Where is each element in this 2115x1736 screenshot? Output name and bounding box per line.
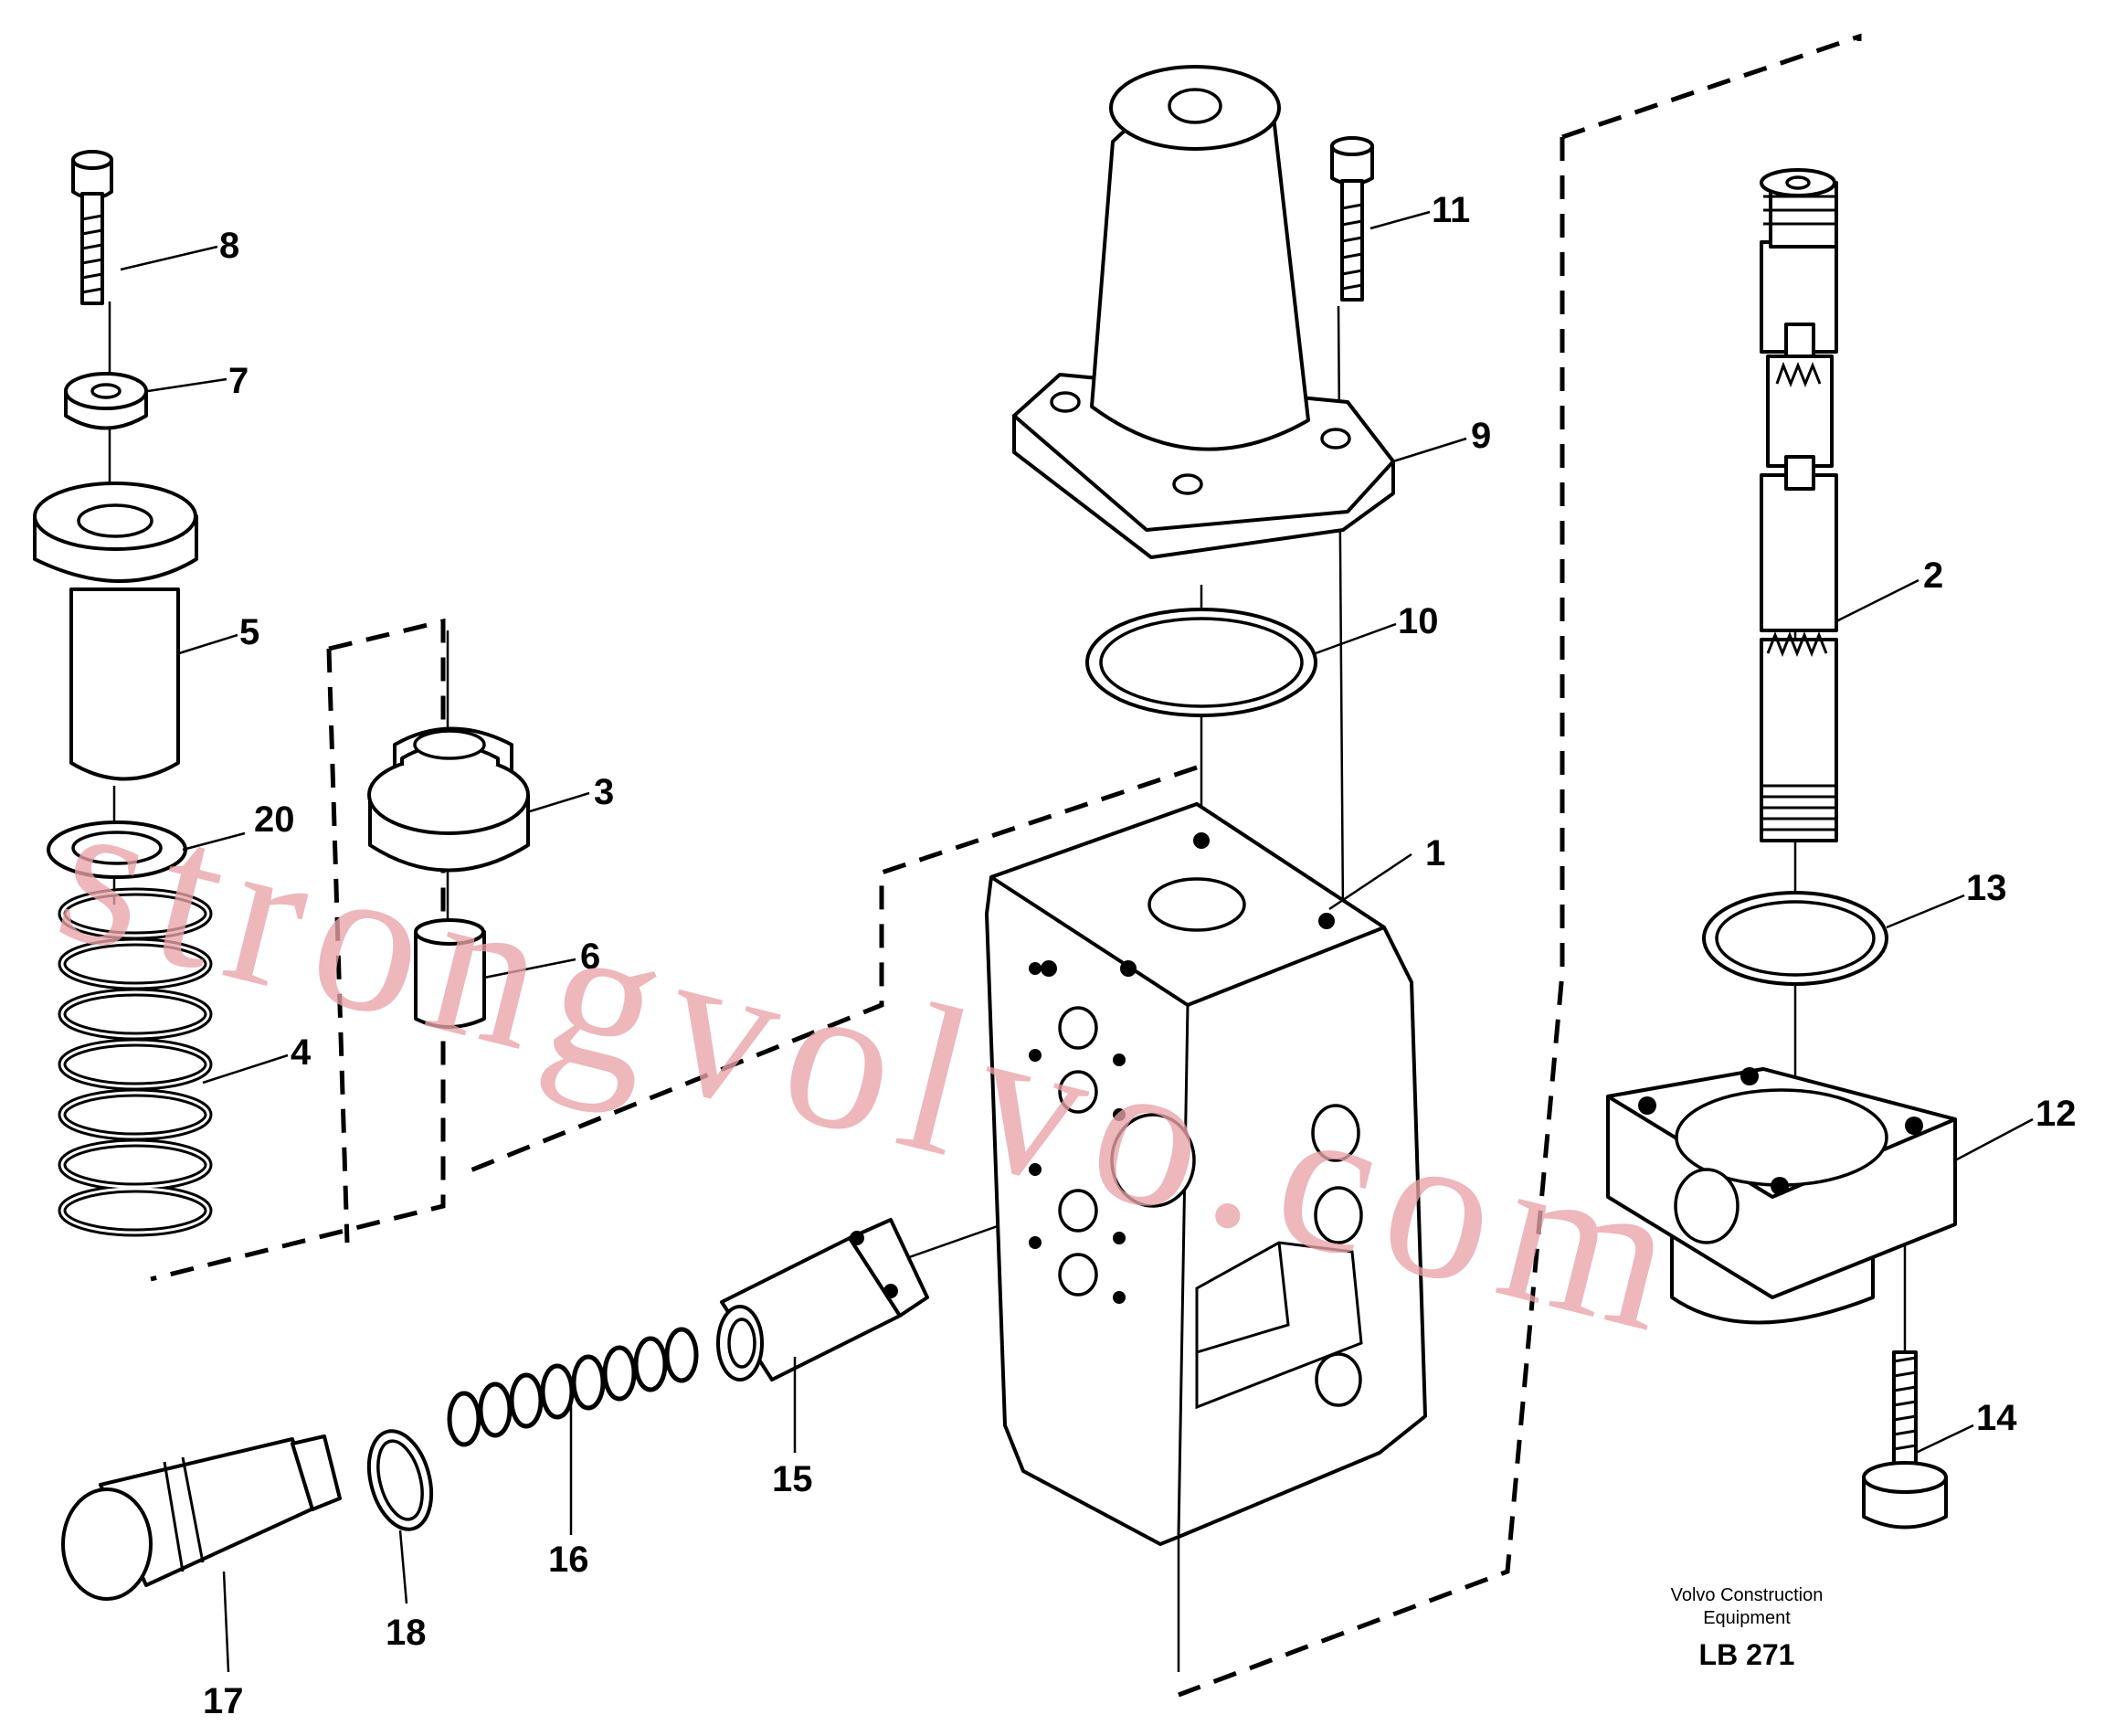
part-9-cover-housing (1012, 65, 1395, 559)
callout-1: 1 (1425, 833, 1445, 873)
callout-9: 9 (1471, 416, 1491, 456)
part-8-cap-screw (71, 150, 113, 305)
caption-line-1: Volvo Construction (1671, 1585, 1824, 1605)
part-18-o-ring (366, 1429, 434, 1531)
callout-leaders (120, 210, 2034, 1673)
part-17-plug (61, 1434, 342, 1601)
callout-8: 8 (219, 226, 239, 266)
figure-code: LB 271 (1699, 1638, 1795, 1671)
callout-10: 10 (1398, 601, 1439, 641)
part-10-o-ring (1085, 608, 1317, 717)
callout-labels: 1 2 3 4 5 6 7 8 9 10 11 12 13 14 15 16 1… (203, 190, 2077, 1721)
callout-4: 4 (291, 1032, 312, 1073)
part-11-cap-screw (1330, 136, 1374, 302)
part-4-coil-spring (58, 887, 213, 1237)
part-16-spool-spring (447, 1327, 699, 1447)
part-14-cap-screw (1862, 1350, 1948, 1530)
callout-16: 16 (548, 1540, 589, 1580)
callout-13: 13 (1966, 868, 2007, 908)
callout-15: 15 (772, 1459, 813, 1499)
callout-17: 17 (203, 1681, 244, 1721)
callout-12: 12 (2036, 1094, 2077, 1134)
callout-18: 18 (386, 1613, 427, 1653)
callout-20: 20 (254, 799, 295, 840)
part-2-spool (1760, 168, 1838, 842)
figure-caption: Volvo Construction Equipment LB 271 (1671, 1585, 1824, 1671)
part-7-washer (64, 372, 148, 430)
part-5-sleeve (33, 482, 198, 781)
part-13-o-ring (1702, 891, 1888, 986)
callout-7: 7 (228, 361, 249, 401)
part-6-pin (414, 918, 486, 1029)
caption-line-2: Equipment (1703, 1608, 1791, 1628)
callout-11: 11 (1432, 190, 1470, 230)
callout-2: 2 (1923, 556, 1943, 596)
part-1-valve-body (985, 802, 1427, 1546)
part-12-flange (1606, 1067, 1957, 1325)
part-15-spool-sleeve (716, 1218, 929, 1381)
callout-5: 5 (239, 612, 259, 652)
callout-3: 3 (594, 772, 614, 812)
callout-14: 14 (1976, 1398, 2017, 1438)
part-3-valve-cap (367, 726, 530, 873)
callout-6: 6 (580, 937, 600, 977)
assembly-boundary-lines (150, 33, 1862, 1698)
